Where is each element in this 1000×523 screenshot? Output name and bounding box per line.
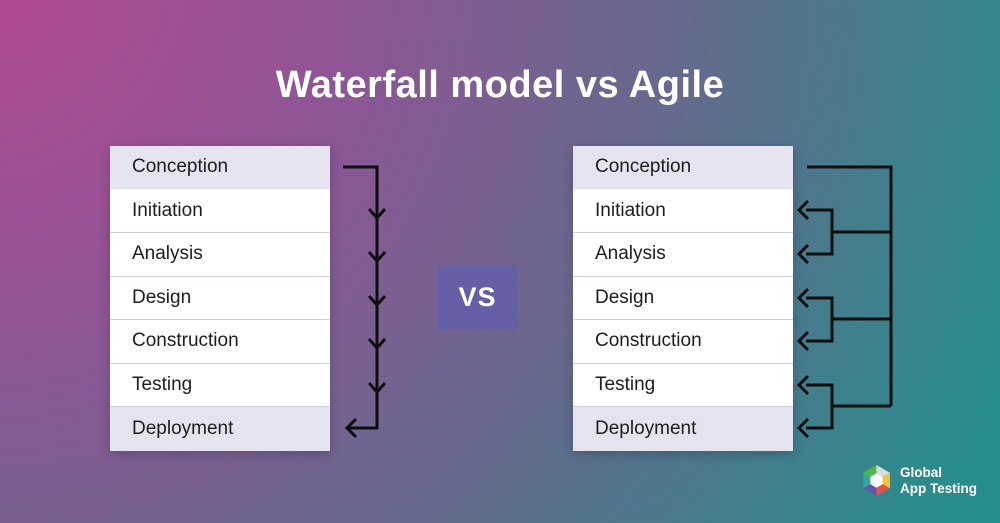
waterfall-flow-arrow bbox=[343, 165, 387, 439]
waterfall-table: Conception Initiation Analysis Design Co… bbox=[110, 146, 330, 451]
agile-table: Conception Initiation Analysis Design Co… bbox=[573, 146, 793, 451]
agile-row-analysis: Analysis bbox=[573, 233, 793, 277]
page-title: Waterfall model vs Agile bbox=[275, 64, 725, 106]
agile-row-testing: Testing bbox=[573, 363, 793, 407]
agile-row-construction: Construction bbox=[573, 320, 793, 364]
hexagon-logo-icon bbox=[863, 465, 890, 496]
agile-row-deployment: Deployment bbox=[573, 407, 793, 451]
waterfall-row-design: Design bbox=[110, 276, 330, 320]
brand-logo-text: Global App Testing bbox=[900, 465, 977, 496]
brand-logo-line2: App Testing bbox=[900, 480, 977, 496]
waterfall-row-deployment: Deployment bbox=[110, 407, 330, 451]
agile-row-design: Design bbox=[573, 276, 793, 320]
vs-badge-label: VS bbox=[458, 282, 497, 312]
brand-logo: Global App Testing bbox=[861, 464, 977, 497]
waterfall-row-testing: Testing bbox=[110, 363, 330, 407]
agile-flow-arrows bbox=[796, 165, 893, 439]
vs-badge: VS bbox=[438, 265, 517, 330]
agile-row-initiation: Initiation bbox=[573, 189, 793, 233]
brand-logo-line1: Global bbox=[900, 464, 943, 480]
waterfall-row-construction: Construction bbox=[110, 320, 330, 364]
waterfall-row-initiation: Initiation bbox=[110, 189, 330, 233]
agile-row-conception: Conception bbox=[573, 146, 793, 190]
waterfall-row-conception: Conception bbox=[110, 146, 330, 190]
waterfall-row-analysis: Analysis bbox=[110, 233, 330, 277]
